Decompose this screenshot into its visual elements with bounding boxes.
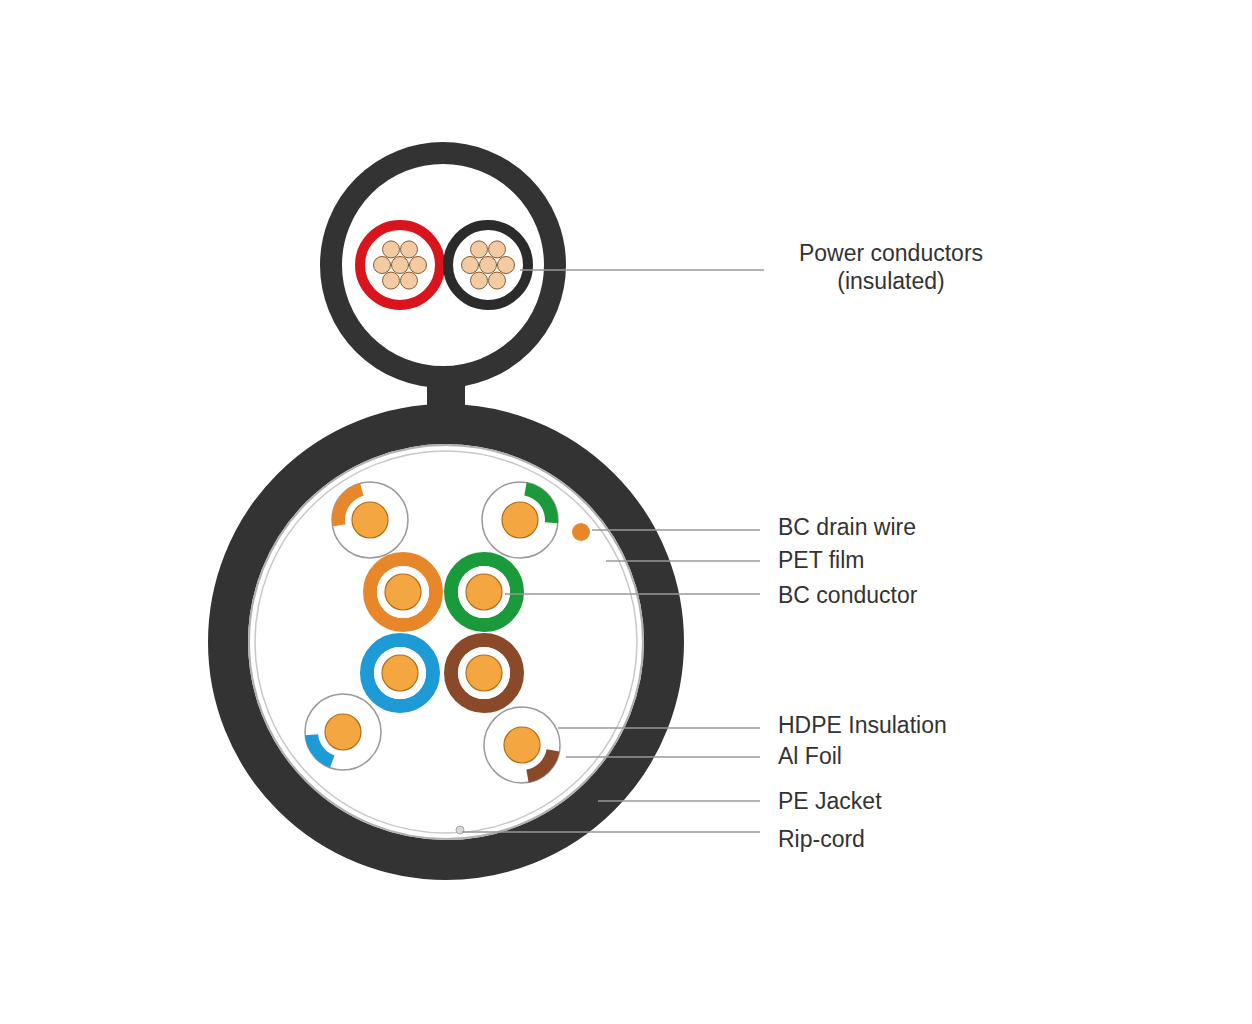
callout-label: PE Jacket <box>778 788 1078 816</box>
pet-film <box>255 451 637 833</box>
bc-conductor <box>325 714 361 750</box>
solid-insulation <box>451 559 517 625</box>
conductor-strand <box>489 272 506 289</box>
power-conductor-black <box>448 225 528 305</box>
leader-line <box>592 529 760 530</box>
pe-jacket <box>228 424 664 860</box>
leader-line <box>558 727 760 728</box>
solid-insulation <box>370 559 436 625</box>
conductor-strand <box>401 241 418 258</box>
conductor-strand <box>489 241 506 258</box>
solid-insulation <box>451 640 517 706</box>
leader-line <box>606 560 760 561</box>
leader-line <box>566 756 760 757</box>
striped-insulation <box>482 482 558 558</box>
insulation-core <box>458 647 510 699</box>
callout-label: Al Foil <box>778 743 1078 771</box>
striped-insulation <box>332 482 408 558</box>
bc-conductor <box>352 502 388 538</box>
conductor-strand <box>480 257 497 274</box>
bc-conductor <box>466 655 502 691</box>
callout-label: HDPE Insulation <box>778 712 1078 740</box>
insulation-core <box>458 566 510 618</box>
bc-conductor <box>502 502 538 538</box>
striped-insulation <box>305 694 381 770</box>
insulation-core <box>374 647 426 699</box>
callout-label: Rip-cord <box>778 826 1078 854</box>
solid-insulation <box>367 640 433 706</box>
conductor-strand <box>401 272 418 289</box>
callout-label: PET film <box>778 547 1078 575</box>
bc-conductor <box>385 574 421 610</box>
conductor-strand <box>462 257 479 274</box>
insulation-core <box>377 566 429 618</box>
leader-lines <box>462 270 764 832</box>
callout-label: BC conductor <box>778 582 1078 610</box>
conductor-strand <box>410 257 427 274</box>
bc-conductor <box>466 574 502 610</box>
conductor-strand <box>383 272 400 289</box>
conductor-strand <box>471 241 488 258</box>
conductor-strand <box>392 257 409 274</box>
al-foil <box>249 445 643 839</box>
leader-line <box>598 800 760 801</box>
rip-cord <box>456 826 464 834</box>
power-sheath <box>331 153 555 377</box>
drain-wire <box>572 523 590 541</box>
bc-conductor <box>504 727 540 763</box>
callout-label: Power conductors (insulated) <box>776 240 1006 295</box>
striped-insulation <box>484 707 560 783</box>
callout-label: BC drain wire <box>778 514 1078 542</box>
leader-line <box>462 831 760 832</box>
conductor-strand <box>383 241 400 258</box>
leader-line <box>505 593 760 594</box>
leader-line <box>520 269 764 270</box>
conductor-strand <box>374 257 391 274</box>
conductor-strand <box>471 272 488 289</box>
bc-conductor <box>382 655 418 691</box>
power-conductor-red <box>360 225 440 305</box>
conductor-strand <box>498 257 515 274</box>
